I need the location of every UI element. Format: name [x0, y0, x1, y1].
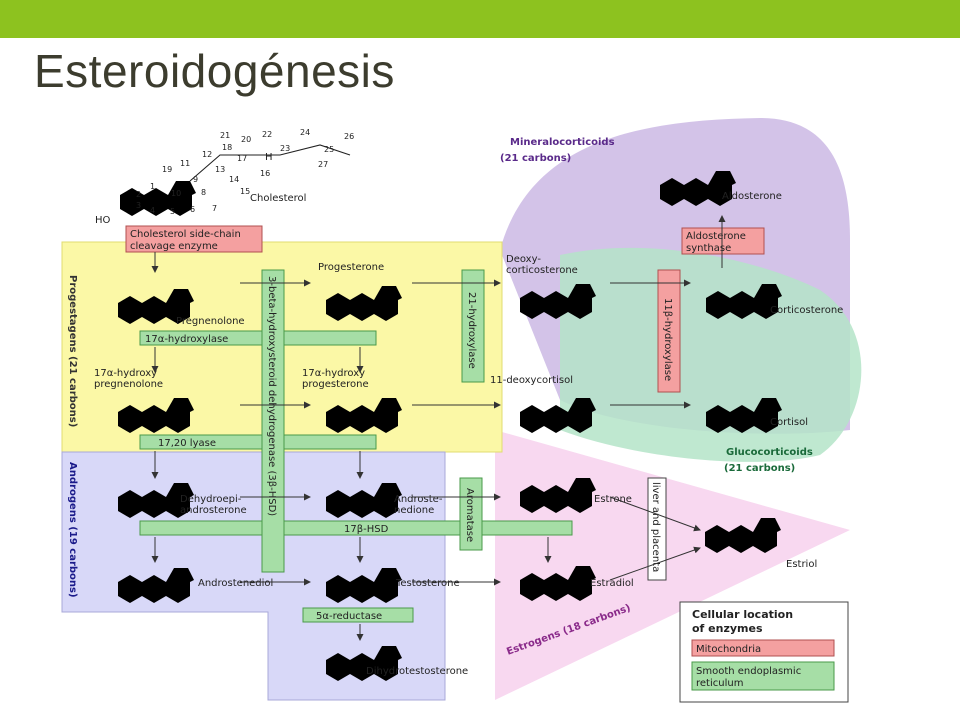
ohpregnenolone-label-1: 17α-hydroxy — [94, 368, 157, 379]
androstenedione-label-2: nedione — [394, 505, 434, 516]
glucocorticoids-sub-label: (21 carbons) — [724, 463, 795, 474]
svg-text:9: 9 — [193, 175, 198, 184]
glucocorticoid-region — [560, 247, 862, 462]
svg-text:24: 24 — [300, 128, 310, 137]
androstenediol-label: Androstenediol — [198, 578, 273, 589]
aldosterone-synthase-box — [681, 227, 765, 255]
estriol-label: Estriol — [786, 559, 817, 570]
svg-text:10: 10 — [171, 189, 181, 198]
pregnenolone-label: Pregnenolone — [176, 316, 245, 327]
glucocorticoids-label: Glucocorticoids — [726, 447, 813, 458]
svg-text:17: 17 — [237, 154, 247, 163]
svg-text:11: 11 — [180, 159, 190, 168]
svg-text:18: 18 — [222, 143, 232, 152]
svg-text:6: 6 — [190, 205, 195, 214]
hydroxylase11-label: 11β-hydroxylase — [662, 298, 673, 381]
mineralocorticoids-label: Mineralocorticoids — [510, 137, 615, 148]
legend-er-label-2: reticulum — [696, 678, 743, 689]
liver-placenta-label: liver and placenta — [650, 482, 661, 572]
aldosterone-label: Aldosterone — [722, 191, 782, 202]
legend-mitochondria-swatch — [691, 639, 835, 657]
sidechain-enzyme-line2: cleavage enzyme — [130, 241, 218, 252]
top-accent-bar — [0, 0, 960, 38]
androstenedione-label-1: Androste- — [394, 494, 443, 505]
svg-text:21: 21 — [220, 131, 230, 140]
compound-labels: Pregnenolone Progesterone Deoxy- cortico… — [94, 191, 843, 677]
hydroxylase17-bar — [139, 330, 377, 346]
reductase-label: 5α-reductase — [316, 611, 382, 622]
svg-text:1: 1 — [150, 182, 155, 191]
legend-title-line2: of enzymes — [692, 622, 763, 635]
testosterone-label: Testosterone — [395, 578, 460, 589]
svg-text:15: 15 — [240, 187, 250, 196]
cortisol-label: Cortisol — [770, 417, 808, 428]
deoxycorticosterone-label-2: corticosterone — [506, 265, 578, 276]
ohprogesterone-label-1: 17α-hydroxy — [302, 368, 365, 379]
svg-text:16: 16 — [260, 169, 270, 178]
aromatase-label: Aromatase — [464, 488, 475, 542]
legend-mitochondria-label: Mitochondria — [696, 644, 761, 655]
androgens-label: Androgens (19 carbons) — [67, 462, 78, 598]
svg-text:8: 8 — [201, 188, 206, 197]
dhea-label-1: Dehydroepi- — [180, 494, 242, 505]
pathway-arrows — [151, 215, 726, 641]
legend-er-label-1: Smooth endoplasmic — [696, 666, 801, 677]
lyase-bar — [139, 434, 377, 450]
liver-placenta-bar — [647, 477, 667, 581]
deoxycortisol-label: 11-deoxycortisol — [490, 375, 573, 386]
mineralocorticoids-sub-label: (21 carbons) — [500, 153, 571, 164]
svg-text:23: 23 — [280, 144, 290, 153]
svg-text:22: 22 — [262, 130, 272, 139]
svg-text:27: 27 — [318, 160, 328, 169]
sidechain-enzyme-line1: Cholesterol side-chain — [130, 229, 241, 240]
svg-text:20: 20 — [241, 135, 251, 144]
svg-text:19: 19 — [162, 165, 172, 174]
ohpregnenolone-label-2: pregnenolone — [94, 379, 163, 390]
svg-text:14: 14 — [229, 175, 239, 184]
estrone-label: Estrone — [594, 494, 632, 505]
cholesterol-structure — [120, 144, 351, 216]
sidechain-enzyme-box — [125, 225, 263, 253]
hydroxylase11-bar — [657, 269, 681, 393]
dht-label: Dihydrotestosterone — [366, 666, 468, 677]
dhea-label-2: androsterone — [180, 505, 247, 516]
progestagens-label: Progestagens (21 carbons) — [67, 275, 78, 427]
svg-text:26: 26 — [344, 132, 354, 141]
progesterone-label: Progesterone — [318, 262, 384, 273]
estradiol-label: Estradiol — [590, 578, 634, 589]
corticosterone-label: Corticosterone — [770, 305, 843, 316]
svg-text:4: 4 — [150, 206, 155, 215]
legend-title-line1: Cellular location — [692, 608, 793, 621]
svg-text:3: 3 — [136, 201, 141, 210]
cholesterol-carbon-numbers: 21 22 24 26 20 23 25 18 12 17 27 19 11 1… — [136, 128, 354, 216]
lyase-label: 17,20 lyase — [158, 438, 216, 449]
aldosterone-synthase-line2: synthase — [686, 243, 731, 254]
cholesterol-h-label: H — [265, 152, 273, 163]
hsd17b-label: 17β-HSD — [344, 524, 389, 535]
cholesterol-ho-label: HO — [95, 215, 111, 226]
hydroxylase21-bar — [461, 269, 485, 383]
svg-text:13: 13 — [215, 165, 225, 174]
legend-er-swatch — [691, 661, 835, 691]
svg-text:25: 25 — [324, 145, 334, 154]
slide-title: Esteroidogénesis — [34, 45, 395, 97]
svg-text:7: 7 — [212, 204, 217, 213]
reductase-bar — [302, 607, 414, 623]
hsd3b-label: 3-beta-hydroxysteroid dehydrogenase (3β-… — [266, 276, 277, 516]
svg-text:2: 2 — [136, 190, 141, 199]
aromatase-bar — [459, 477, 483, 551]
cholesterol-label: Cholesterol — [250, 193, 306, 204]
svg-text:5: 5 — [170, 207, 175, 216]
aldosterone-synthase-line1: Aldosterone — [686, 231, 746, 242]
deoxycorticosterone-label-1: Deoxy- — [506, 254, 541, 265]
hydroxylase21-label: 21-hydroxylase — [466, 292, 477, 369]
svg-text:12: 12 — [202, 150, 212, 159]
ohprogesterone-label-2: progesterone — [302, 379, 369, 390]
hydroxylase17-label: 17α-hydroxylase — [145, 334, 228, 345]
deoxycortisol-structure — [520, 398, 596, 433]
